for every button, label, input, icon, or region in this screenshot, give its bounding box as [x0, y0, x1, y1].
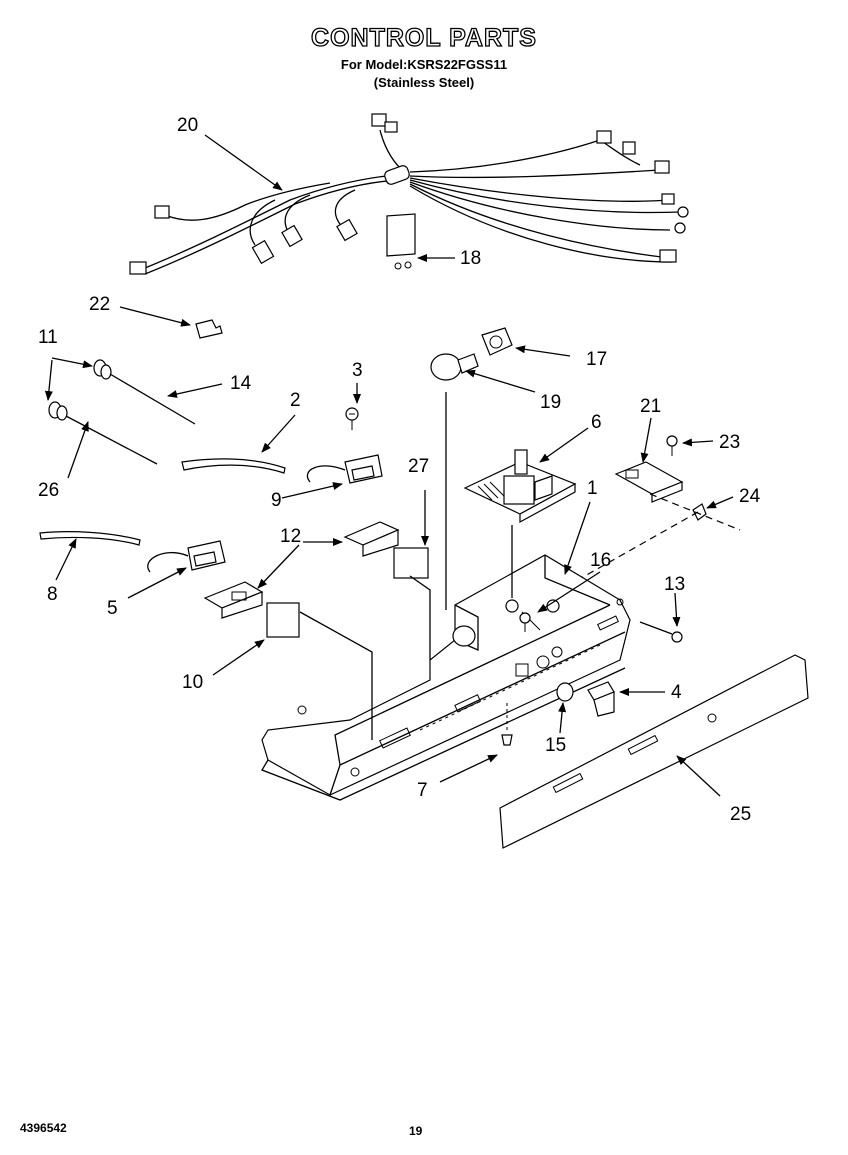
callout-18: 18 [460, 248, 481, 269]
callout-5: 5 [107, 598, 118, 619]
callout-12: 12 [280, 526, 301, 547]
tube-part-8 [39, 531, 141, 546]
callout-4: 4 [671, 682, 682, 703]
screw-part-7 [501, 703, 513, 746]
callout-22: 22 [89, 294, 110, 315]
switch-part-4 [587, 681, 615, 717]
tube-part [181, 458, 286, 474]
page-number: 19 [409, 1124, 423, 1138]
leader-arrows [44, 134, 734, 797]
page-title: CONTROL PARTS [310, 23, 537, 52]
foam-block-part [386, 213, 416, 270]
model-number: For Model:KSRS22FGSS11 [340, 57, 508, 72]
callout-14: 14 [230, 373, 252, 394]
callout-labels: 20 18 22 11 3 14 17 19 2 21 6 23 27 26 9… [38, 115, 761, 825]
callout-3: 3 [352, 360, 363, 381]
thermistor-parts [48, 359, 196, 465]
callout-25: 25 [730, 804, 751, 825]
clip-part [195, 319, 223, 339]
callout-19: 19 [540, 392, 561, 413]
callout-7: 7 [417, 780, 428, 801]
finish-label: (Stainless Steel) [373, 75, 475, 90]
light-socket-part [481, 327, 513, 356]
light-bulb-part [430, 353, 479, 381]
callout-23: 23 [719, 432, 740, 453]
callout-1: 1 [587, 478, 598, 499]
callout-10: 10 [182, 672, 203, 693]
callout-26: 26 [38, 480, 59, 501]
control-housing-part [261, 554, 631, 801]
callout-17: 17 [586, 349, 607, 370]
screw-part-3 [345, 407, 359, 430]
screw-part-16 [519, 612, 531, 632]
callout-16: 16 [590, 550, 611, 571]
screw-part-23 [666, 435, 678, 456]
callout-27: 27 [408, 456, 429, 477]
callout-13: 13 [664, 574, 685, 595]
wire-harness-part [129, 113, 689, 275]
callout-24: 24 [739, 486, 761, 507]
screw-part-13 [639, 621, 683, 643]
callout-11: 11 [38, 327, 58, 348]
module-part-21 [614, 461, 684, 503]
switch-part-5 [147, 540, 226, 573]
callout-20: 20 [177, 115, 198, 136]
trim-strip-part [499, 654, 809, 849]
switch-part-9 [306, 454, 383, 484]
bracket-parts-12 [203, 521, 400, 619]
document-number: 4396542 [20, 1121, 67, 1135]
callout-21: 21 [640, 396, 661, 417]
label-part-10 [266, 602, 300, 638]
control-board-part [463, 449, 577, 524]
callout-9: 9 [271, 490, 282, 511]
callout-15: 15 [545, 735, 566, 756]
callout-2: 2 [290, 390, 301, 411]
clip-part-24 [692, 503, 707, 521]
knob-part-15 [556, 682, 574, 702]
callout-6: 6 [591, 412, 602, 433]
callout-8: 8 [47, 584, 58, 605]
label-part-27 [393, 547, 429, 579]
